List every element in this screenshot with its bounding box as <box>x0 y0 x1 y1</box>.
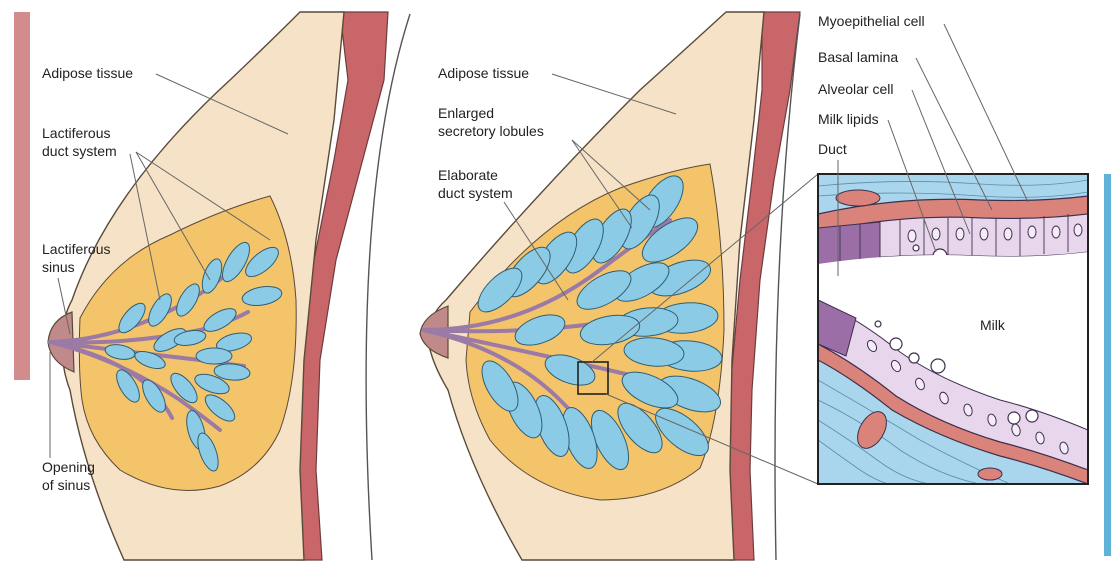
label-left-sinus-1: Lactiferous <box>42 241 110 257</box>
label-myoepithelial: Myoepithelial cell <box>818 13 925 29</box>
label-left-opening-2: of sinus <box>42 477 90 493</box>
label-left-adipose: Adipose tissue <box>42 65 133 81</box>
label-left-duct-system-1: Lactiferous <box>42 125 110 141</box>
label-middle-ducts-2: duct system <box>438 185 513 201</box>
left-breast-illustration <box>48 12 410 560</box>
label-left-opening-1: Opening <box>42 459 95 475</box>
alveolus-inset <box>818 174 1088 484</box>
label-basal-lamina: Basal lamina <box>818 49 898 65</box>
label-middle-lobules-2: secretory lobules <box>438 123 544 139</box>
label-milk: Milk <box>980 317 1006 333</box>
label-milk-lipids: Milk lipids <box>818 111 879 127</box>
right-accent-bar <box>1104 174 1111 556</box>
middle-breast-illustration <box>420 12 800 560</box>
label-middle-ducts-1: Elaborate <box>438 167 498 183</box>
label-alveolar-cell: Alveolar cell <box>818 81 893 97</box>
label-duct: Duct <box>818 141 847 157</box>
left-accent-bar <box>14 12 30 380</box>
label-middle-adipose: Adipose tissue <box>438 65 529 81</box>
lower-blood-cell-2 <box>978 468 1002 480</box>
label-left-sinus-2: sinus <box>42 259 75 275</box>
upper-blood-cell <box>836 190 880 206</box>
label-middle-lobules-1: Enlarged <box>438 105 494 121</box>
label-left-duct-system-2: duct system <box>42 143 117 159</box>
